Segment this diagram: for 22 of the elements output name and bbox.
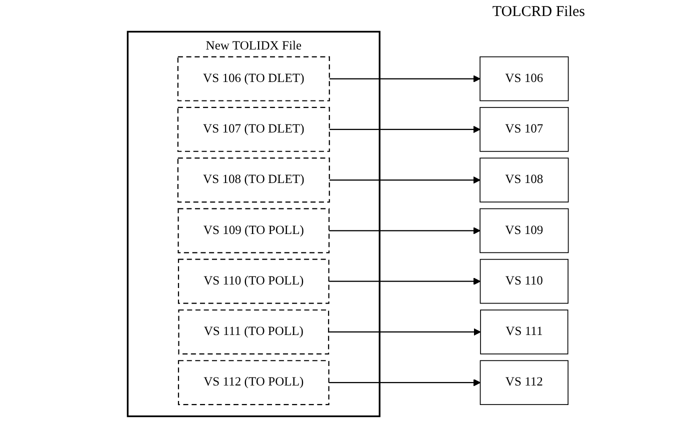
- node-box: VS 109: [479, 208, 568, 254]
- node-box: VS 108: [479, 158, 568, 202]
- node-box: VS 106 (TO DLET): [176, 56, 330, 102]
- node-box: VS 106: [479, 56, 568, 102]
- arrow: [328, 227, 480, 234]
- node-box: VS 110 (TO POLL): [177, 258, 329, 304]
- column-heading: TOLCRD Files: [492, 4, 585, 21]
- node-box: VS 111: [480, 310, 568, 354]
- node-box: VS 107 (TO DLET): [176, 106, 330, 152]
- arrow: [328, 176, 480, 184]
- arrow: [328, 75, 480, 82]
- arrow: [328, 378, 480, 386]
- node-box: VS 111 (TO POLL): [178, 309, 329, 354]
- arrow: [328, 328, 480, 336]
- node-box: VS 107: [479, 107, 568, 152]
- node-box: VS 110: [479, 258, 568, 304]
- node-box: VS 112 (TO POLL): [177, 360, 329, 406]
- arrow: [328, 278, 480, 285]
- node-box: VS 108 (TO DLET): [176, 158, 330, 203]
- node-box: VS 112: [479, 360, 568, 405]
- node-box: VS 109 (TO POLL): [177, 208, 330, 254]
- arrow: [328, 126, 480, 134]
